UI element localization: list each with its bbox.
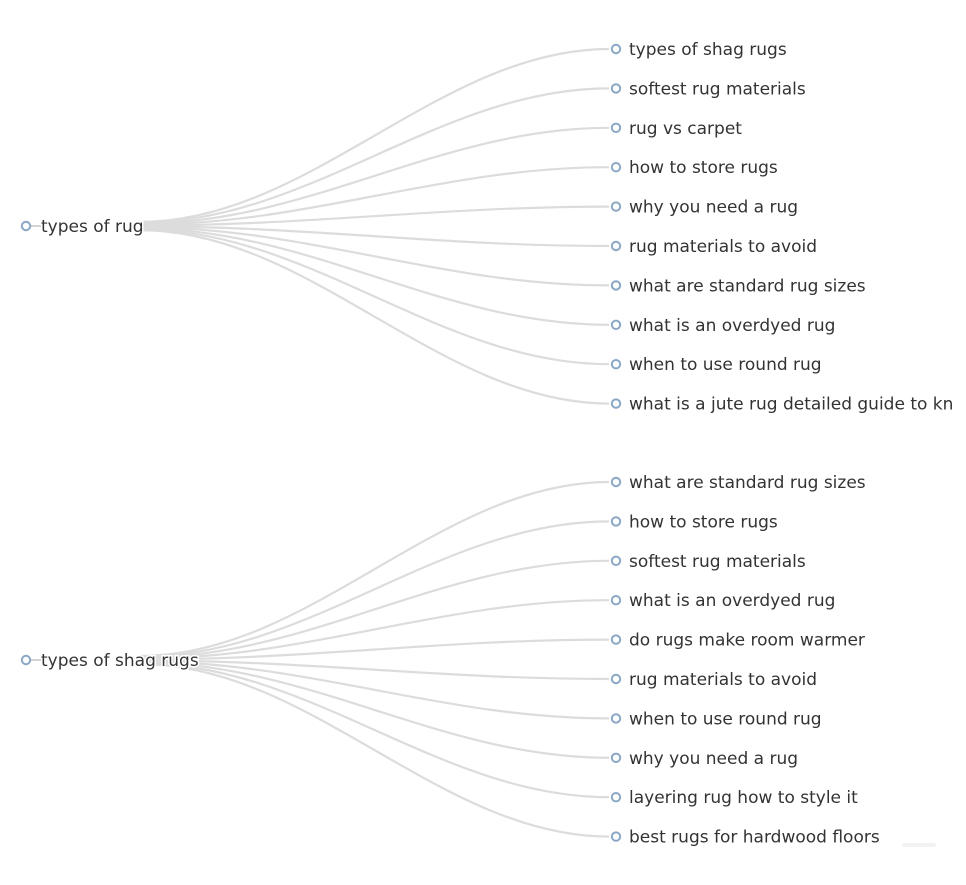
- child-label[interactable]: what are standard rug sizes: [629, 276, 866, 296]
- link-4: [139, 599, 610, 660]
- child-label[interactable]: what are standard rug sizes: [629, 473, 866, 493]
- child-node[interactable]: rug materials to avoid: [610, 237, 817, 257]
- child-label[interactable]: why you need a rug: [629, 198, 798, 218]
- link-9: [139, 662, 610, 799]
- child-toggle-circle[interactable]: [610, 122, 622, 134]
- child-label[interactable]: what is a jute rug detailed guide to kn: [629, 395, 953, 415]
- corner-mark: [902, 843, 936, 847]
- child-node[interactable]: what is an overdyed rug: [610, 316, 836, 336]
- child-toggle-circle[interactable]: [610, 398, 622, 409]
- link-7: [139, 660, 610, 720]
- link-6: [139, 659, 610, 681]
- link-10: [139, 662, 610, 838]
- link-4: [139, 166, 610, 226]
- root-label[interactable]: types of shag rugs: [40, 650, 201, 673]
- tree-1: types of rug types of shag rugs softest ru…: [20, 40, 954, 415]
- child-node[interactable]: how to store rugs: [610, 512, 778, 532]
- child-toggle-circle[interactable]: [610, 792, 622, 803]
- child-toggle-circle[interactable]: [610, 83, 622, 94]
- child-label[interactable]: why you need a rug: [629, 749, 798, 769]
- child-node[interactable]: what are standard rug sizes: [610, 473, 866, 493]
- child-toggle-circle[interactable]: [610, 831, 622, 842]
- link-3: [139, 559, 610, 659]
- link-6: [139, 225, 610, 248]
- link-3: [139, 126, 610, 225]
- child-node[interactable]: layering rug how to style it: [610, 788, 858, 808]
- child-label[interactable]: types of shag rugs: [629, 40, 787, 60]
- link-8: [139, 661, 610, 759]
- child-label[interactable]: when to use round rug: [629, 355, 822, 375]
- link-9: [139, 228, 610, 366]
- child-toggle-circle[interactable]: [610, 359, 622, 370]
- child-node[interactable]: why you need a rug: [610, 198, 798, 218]
- tree-links: [139, 47, 610, 405]
- link-2: [139, 87, 610, 224]
- tree-2: types of shag rugs what are standard rug …: [20, 473, 880, 848]
- child-node[interactable]: when to use round rug: [610, 709, 822, 729]
- tree-links: [139, 480, 610, 838]
- root-toggle-circle[interactable]: [20, 220, 32, 232]
- root-node[interactable]: types of shag rugs: [20, 650, 201, 673]
- child-toggle-circle[interactable]: [610, 280, 622, 291]
- child-node[interactable]: softest rug materials: [610, 79, 806, 99]
- child-label[interactable]: when to use round rug: [629, 709, 822, 729]
- child-toggle-circle[interactable]: [610, 713, 622, 724]
- child-label[interactable]: best rugs for hardwood floors: [629, 828, 880, 848]
- link-1: [139, 47, 610, 223]
- child-label[interactable]: how to store rugs: [629, 512, 778, 532]
- root-label[interactable]: types of rug: [40, 216, 146, 239]
- child-toggle-circle[interactable]: [610, 673, 622, 685]
- child-toggle-circle[interactable]: [610, 319, 622, 330]
- child-node[interactable]: do rugs make room warmer: [610, 631, 865, 651]
- link-1: [139, 480, 610, 658]
- child-node[interactable]: what is an overdyed rug: [610, 591, 836, 611]
- child-toggle-circle[interactable]: [610, 595, 622, 606]
- child-node[interactable]: why you need a rug: [610, 749, 798, 769]
- link-5: [139, 205, 610, 227]
- link-5: [139, 638, 610, 661]
- child-label[interactable]: rug materials to avoid: [629, 237, 817, 257]
- child-label[interactable]: what is an overdyed rug: [629, 316, 835, 336]
- child-label[interactable]: do rugs make room warmer: [629, 631, 865, 651]
- link-7: [139, 226, 610, 287]
- child-node[interactable]: types of shag rugs: [610, 40, 787, 60]
- root-node[interactable]: types of rug: [20, 216, 146, 239]
- child-label[interactable]: layering rug how to style it: [629, 788, 858, 808]
- child-node[interactable]: when to use round rug: [610, 355, 822, 375]
- child-node[interactable]: best rugs for hardwood floors: [610, 828, 880, 848]
- child-label[interactable]: softest rug materials: [629, 79, 806, 99]
- child-label[interactable]: rug vs carpet: [629, 119, 742, 139]
- child-label[interactable]: rug materials to avoid: [629, 670, 817, 690]
- child-toggle-circle[interactable]: [610, 555, 622, 566]
- link-8: [139, 227, 610, 326]
- child-toggle-circle[interactable]: [610, 201, 622, 212]
- child-label[interactable]: how to store rugs: [629, 158, 778, 178]
- child-toggle-circle[interactable]: [610, 476, 622, 488]
- link-10: [139, 229, 610, 405]
- child-node[interactable]: softest rug materials: [610, 552, 806, 572]
- child-node[interactable]: what is a jute rug detailed guide to kn: [610, 395, 954, 415]
- child-label[interactable]: softest rug materials: [629, 552, 806, 572]
- child-toggle-circle[interactable]: [610, 162, 622, 173]
- child-node[interactable]: rug materials to avoid: [610, 670, 817, 690]
- link-2: [139, 520, 610, 658]
- child-toggle-circle[interactable]: [610, 516, 622, 527]
- child-toggle-circle[interactable]: [610, 634, 622, 645]
- root-toggle-circle[interactable]: [20, 654, 32, 666]
- child-toggle-circle[interactable]: [610, 752, 622, 763]
- child-toggle-circle[interactable]: [610, 43, 622, 55]
- child-node[interactable]: how to store rugs: [610, 158, 778, 178]
- child-label[interactable]: what is an overdyed rug: [629, 591, 835, 611]
- child-node[interactable]: what are standard rug sizes: [610, 276, 866, 296]
- child-toggle-circle[interactable]: [610, 240, 622, 252]
- child-node[interactable]: rug vs carpet: [610, 119, 742, 139]
